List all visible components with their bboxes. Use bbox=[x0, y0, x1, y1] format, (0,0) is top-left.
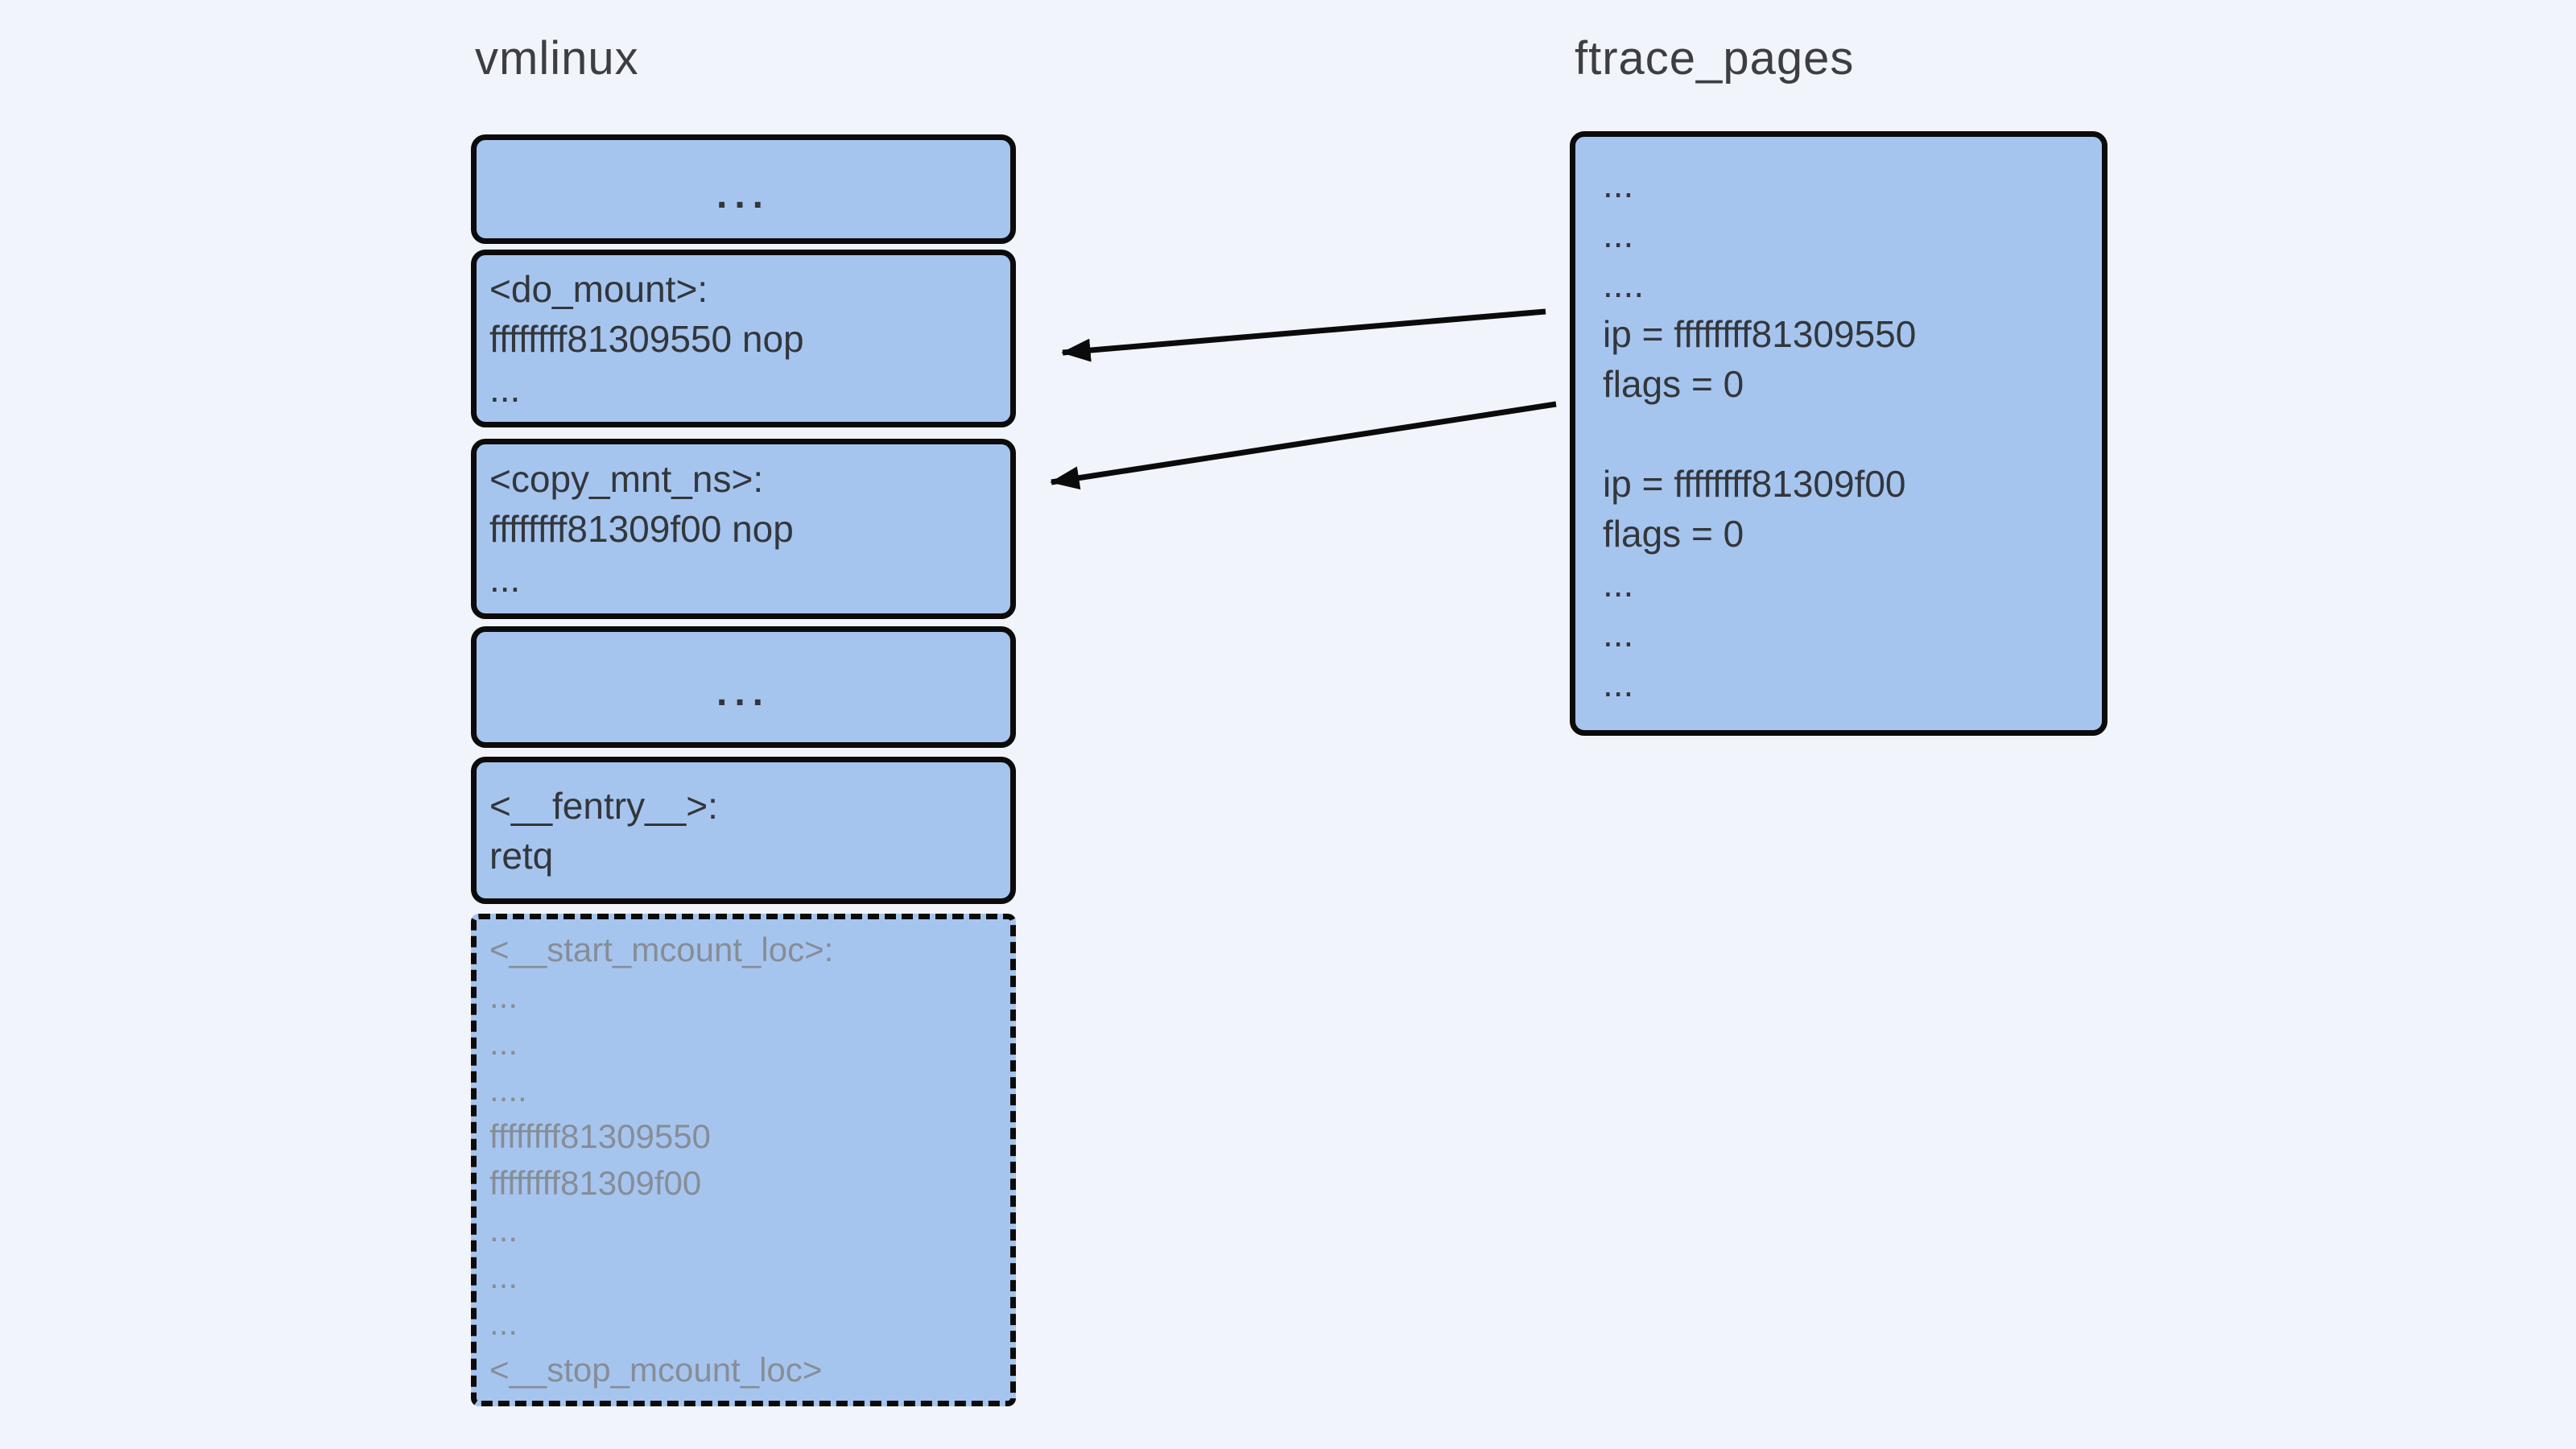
ftrace-blank-line bbox=[1603, 409, 2102, 459]
mcount-loc-address-1: ffffffff81309550 bbox=[489, 1117, 711, 1155]
mcount-loc-address-2: ffffffff81309f00 bbox=[489, 1164, 702, 1202]
mcount-loc-ellipsis: ... bbox=[489, 1024, 518, 1062]
mcount-loc-ellipsis: ... bbox=[489, 1304, 518, 1342]
copy-mnt-ns-box: <copy_mnt_ns>: ffffffff81309f00 nop ... bbox=[471, 439, 1016, 619]
do-mount-symbol: <do_mount>: bbox=[489, 267, 708, 310]
ftrace-ellipsis: ... bbox=[1603, 163, 1634, 205]
copy-mnt-ns-symbol: <copy_mnt_ns>: bbox=[489, 458, 764, 500]
stop-mcount-loc-symbol: <__stop_mcount_loc> bbox=[489, 1351, 823, 1389]
arrow-ip2-to-copy-mnt-ns bbox=[1050, 401, 1557, 490]
ftrace-record-1-ip: ip = ffffffff81309550 bbox=[1603, 312, 1917, 355]
vmlinux-title: vmlinux bbox=[475, 32, 639, 85]
ftrace-record-2-ip: ip = ffffffff81309f00 bbox=[1603, 462, 1906, 505]
fentry-box: <__fentry__>: retq bbox=[471, 757, 1016, 904]
mcount-loc-ellipsis: ... bbox=[489, 1211, 518, 1249]
mcount-loc-ellipsis: .... bbox=[489, 1071, 527, 1108]
ftrace-ellipsis: ... bbox=[1603, 213, 1634, 255]
arrow-ip1-to-do-mount bbox=[1061, 308, 1546, 362]
copy-mnt-ns-instruction: ffffffff81309f00 nop bbox=[489, 508, 794, 550]
ftrace-ellipsis: ... bbox=[1603, 612, 1634, 654]
ftrace-record-1-flags: flags = 0 bbox=[1603, 362, 1744, 405]
vmlinux-ellipsis-mid-box: ... bbox=[471, 626, 1016, 748]
do-mount-ellipsis: ... bbox=[489, 367, 521, 410]
ellipsis-text: ... bbox=[716, 671, 770, 714]
ftrace-ellipsis: .... bbox=[1603, 262, 1645, 305]
mcount-loc-box: <__start_mcount_loc>: ... ... .... fffff… bbox=[471, 914, 1016, 1406]
ftrace-ellipsis: ... bbox=[1603, 562, 1634, 605]
do-mount-instruction: ffffffff81309550 nop bbox=[489, 317, 804, 360]
fentry-symbol: <__fentry__>: bbox=[489, 784, 718, 827]
ftrace-ellipsis: ... bbox=[1603, 662, 1634, 704]
ftrace-pages-box: ... ... .... ip = ffffffff81309550 flags… bbox=[1570, 131, 2107, 736]
ftrace-pages-title: ftrace_pages bbox=[1575, 32, 1855, 85]
do-mount-box: <do_mount>: ffffffff81309550 nop ... bbox=[471, 250, 1016, 427]
start-mcount-loc-symbol: <__start_mcount_loc>: bbox=[489, 931, 834, 968]
ellipsis-text: ... bbox=[716, 173, 770, 217]
mcount-loc-ellipsis: ... bbox=[489, 1257, 518, 1295]
copy-mnt-ns-ellipsis: ... bbox=[489, 558, 521, 600]
vmlinux-ellipsis-top-box: ... bbox=[471, 134, 1016, 244]
fentry-instruction: retq bbox=[489, 834, 554, 877]
mcount-loc-ellipsis: ... bbox=[489, 977, 518, 1015]
ftrace-record-2-flags: flags = 0 bbox=[1603, 512, 1744, 555]
